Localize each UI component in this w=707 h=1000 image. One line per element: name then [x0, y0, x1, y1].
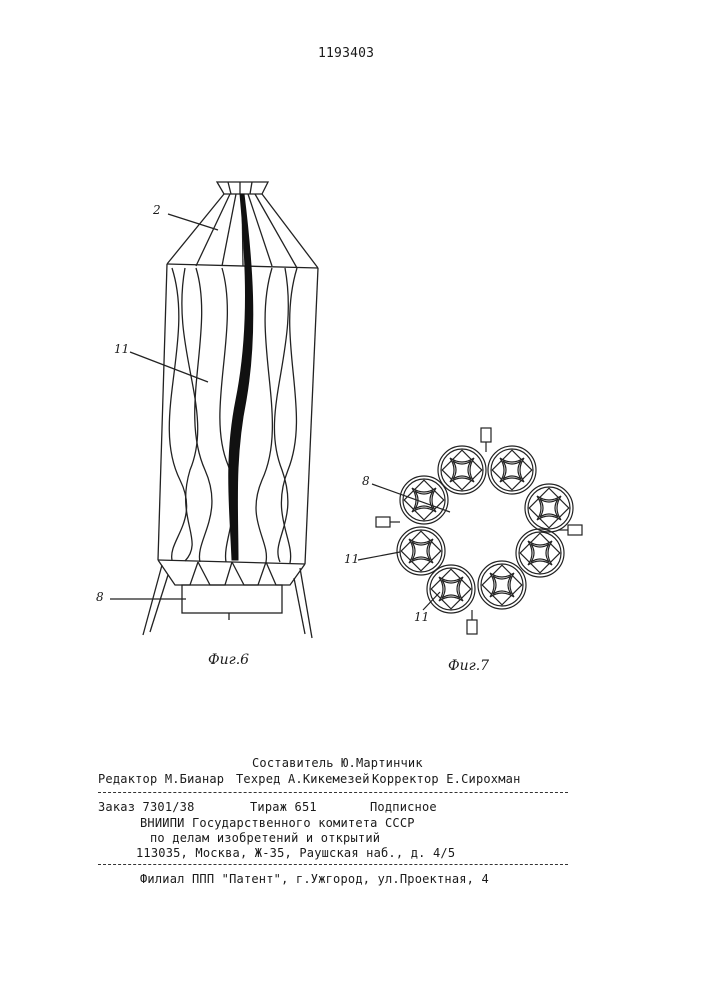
fig7-ref-11b: 11 [414, 610, 429, 624]
circulation-line: Тираж 651 [250, 800, 317, 814]
subscription-line: Подписное [370, 800, 437, 814]
divider-2 [98, 864, 568, 865]
fig7-ref-11a: 11 [344, 552, 359, 566]
fig7-caption: Фиг.7 [448, 658, 489, 674]
address-line: 113035, Москва, Ж-35, Раушская наб., д. … [136, 846, 455, 860]
divider-1 [98, 792, 568, 793]
techred-line: Техред А.Кикемезей [236, 772, 370, 786]
org-line-2: по делам изобретений и открытий [150, 831, 380, 845]
fig7-ref-8: 8 [362, 474, 370, 488]
editor-line: Редактор М.Бианар [98, 772, 224, 786]
compiler-line: Составитель Ю.Мартинчик [252, 756, 423, 770]
corrector-line: Корректор Е.Сирохман [372, 772, 521, 786]
order-line: Заказ 7301/38 [98, 800, 195, 814]
org-line-1: ВНИИПИ Государственного комитета СССР [140, 816, 415, 830]
branch-line: Филиал ППП "Патент", г.Ужгород, ул.Проек… [140, 872, 489, 886]
